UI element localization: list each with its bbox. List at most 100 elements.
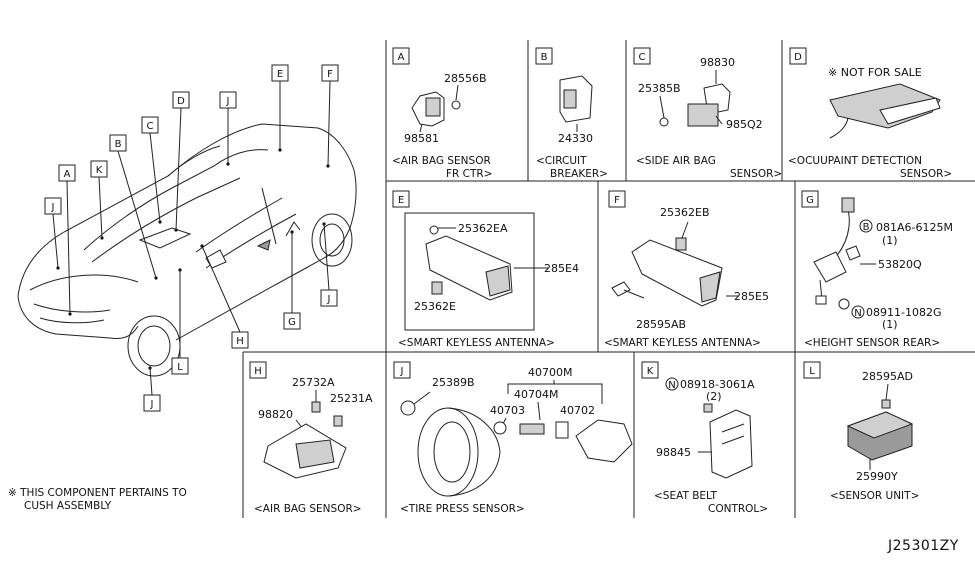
svg-text:B: B	[863, 222, 870, 233]
car-callout: A	[58, 164, 76, 182]
svg-text:J: J	[150, 399, 154, 410]
svg-text:K: K	[96, 165, 103, 176]
car-callout: J	[219, 91, 237, 109]
svg-text:J: J	[400, 366, 404, 377]
svg-text:N: N	[668, 380, 675, 391]
svg-text:J: J	[51, 202, 55, 213]
svg-text:<SMART KEYLESS ANTENNA>: <SMART KEYLESS ANTENNA>	[398, 337, 555, 349]
panel-d-occupant-detection-sensor: D ※ NOT FOR SALE <OCUUPAINT DETECTION SE…	[788, 47, 952, 180]
svg-text:25362EB: 25362EB	[660, 206, 710, 219]
svg-text:SENSOR>: SENSOR>	[900, 168, 952, 180]
svg-text:24330: 24330	[558, 132, 593, 145]
svg-text:E: E	[277, 69, 283, 80]
svg-text:D: D	[794, 52, 802, 63]
car-callout: E	[271, 64, 289, 82]
car-callout: J	[44, 197, 62, 215]
svg-text:SENSOR>: SENSOR>	[730, 168, 782, 180]
panel-l-sensor-unit: L 28595AD 25990Y <SENSOR UNIT>	[803, 361, 919, 502]
svg-text:BREAKER>: BREAKER>	[550, 168, 608, 180]
svg-text:25231A: 25231A	[330, 392, 373, 405]
svg-text:25990Y: 25990Y	[856, 470, 898, 483]
svg-text:<TIRE PRESS SENSOR>: <TIRE PRESS SENSOR>	[400, 503, 525, 515]
svg-text:25362EA: 25362EA	[458, 222, 508, 235]
svg-text:40702: 40702	[560, 404, 595, 417]
panel-f-smart-keyless-antenna: F 25362EB 285E5 28595AB <SMART KEYLESS A…	[604, 190, 769, 349]
car-overview: J A K B C D J E F J G H L J	[17, 64, 357, 412]
panel-h-air-bag-sensor: H 25732A 25231A 98820 <AIR BAG SENSOR>	[249, 361, 373, 515]
panel-b-circuit-breaker: B 24330 <CIRCUIT BREAKER>	[535, 47, 608, 180]
svg-text:<SENSOR UNIT>: <SENSOR UNIT>	[830, 490, 919, 502]
svg-text:H: H	[236, 336, 244, 347]
svg-text:285E4: 285E4	[544, 262, 579, 275]
car-callout: C	[141, 116, 159, 134]
svg-text:C: C	[147, 121, 154, 132]
car-callout: H	[231, 331, 249, 349]
panel-c-side-air-bag-sensor: C 98830 25385B 985Q2 <SIDE AIR BAG SENSO…	[633, 47, 782, 180]
svg-text:A: A	[398, 52, 405, 63]
svg-text:08911-1082G: 08911-1082G	[866, 306, 941, 319]
svg-text:CUSH ASSEMBLY: CUSH ASSEMBLY	[24, 500, 112, 512]
svg-text:L: L	[177, 362, 183, 373]
svg-text:28556B: 28556B	[444, 72, 487, 85]
svg-text:40703: 40703	[490, 404, 525, 417]
svg-text:L: L	[809, 366, 815, 377]
svg-text:E: E	[398, 195, 404, 206]
svg-text:28595AD: 28595AD	[862, 370, 913, 383]
panel-j-tire-press-sensor: J 40700M 25389B 40704M 40703 40702 <TIRE…	[393, 361, 633, 515]
svg-text:※ THIS COMPONENT PERTAINS TO: ※ THIS COMPONENT PERTAINS TO	[8, 487, 187, 499]
panel-g-height-sensor-rear: G B 081A6-6125M (1) 53820Q N 08911-1082G…	[801, 190, 953, 349]
svg-text:FR CTR>: FR CTR>	[446, 168, 493, 180]
svg-text:98830: 98830	[700, 56, 735, 69]
svg-text:08918-3061A: 08918-3061A	[680, 378, 755, 391]
car-callout: J	[143, 394, 161, 412]
diagram-reference-code: J25301ZY	[887, 538, 959, 554]
svg-text:<AIR BAG SENSOR: <AIR BAG SENSOR	[392, 155, 491, 167]
svg-text:53820Q: 53820Q	[878, 258, 922, 271]
svg-text:※ NOT FOR SALE: ※ NOT FOR SALE	[828, 66, 922, 79]
panel-grid	[242, 40, 975, 518]
panel-k-seat-belt-control: K N 08918-3061A (2) 98845 <SEAT BELT CON…	[641, 361, 768, 515]
svg-text:25362E: 25362E	[414, 300, 456, 313]
svg-text:F: F	[327, 69, 333, 80]
panel-e-smart-keyless-antenna: E 25362EA 285E4 25362E <SMART KEYLESS AN…	[392, 190, 579, 349]
svg-text:<HEIGHT SENSOR REAR>: <HEIGHT SENSOR REAR>	[804, 337, 940, 349]
svg-text:985Q2: 985Q2	[726, 118, 763, 131]
panel-a-air-bag-sensor-fr-ctr: A 28556B 98581 <AIR BAG SENSOR FR CTR>	[392, 47, 493, 180]
svg-text:F: F	[614, 195, 620, 206]
svg-text:<SMART KEYLESS ANTENNA>: <SMART KEYLESS ANTENNA>	[604, 337, 761, 349]
svg-text:98845: 98845	[656, 446, 691, 459]
footnote: ※ THIS COMPONENT PERTAINS TO CUSH ASSEMB…	[8, 487, 187, 512]
svg-text:G: G	[288, 317, 296, 328]
car-callout: B	[109, 134, 127, 152]
svg-text:40700M: 40700M	[528, 366, 572, 379]
svg-text:285E5: 285E5	[734, 290, 769, 303]
svg-text:A: A	[64, 169, 71, 180]
svg-text:J: J	[226, 96, 230, 107]
svg-text:B: B	[115, 139, 122, 150]
svg-text:G: G	[806, 195, 814, 206]
car-callout: L	[171, 357, 189, 375]
svg-text:<SIDE AIR BAG: <SIDE AIR BAG	[636, 155, 716, 167]
svg-text:98581: 98581	[404, 132, 439, 145]
svg-text:CONTROL>: CONTROL>	[708, 503, 768, 515]
svg-text:<AIR BAG SENSOR>: <AIR BAG SENSOR>	[254, 503, 362, 515]
svg-text:40704M: 40704M	[514, 388, 558, 401]
svg-text:H: H	[254, 366, 262, 377]
svg-text:(2): (2)	[706, 390, 722, 403]
svg-text:28595AB: 28595AB	[636, 318, 686, 331]
car-callout: F	[321, 64, 339, 82]
svg-text:<SEAT BELT: <SEAT BELT	[654, 490, 717, 502]
svg-text:D: D	[177, 96, 185, 107]
svg-text:98820: 98820	[258, 408, 293, 421]
svg-text:N: N	[854, 308, 861, 319]
svg-text:081A6-6125M: 081A6-6125M	[876, 221, 953, 234]
svg-text:J: J	[327, 294, 331, 305]
svg-text:<OCUUPAINT DETECTION: <OCUUPAINT DETECTION	[788, 155, 922, 167]
car-callout: K	[90, 160, 108, 178]
svg-text:B: B	[541, 52, 548, 63]
car-callout: G	[283, 312, 301, 330]
svg-text:<CIRCUIT: <CIRCUIT	[536, 155, 587, 167]
svg-text:25389B: 25389B	[432, 376, 475, 389]
